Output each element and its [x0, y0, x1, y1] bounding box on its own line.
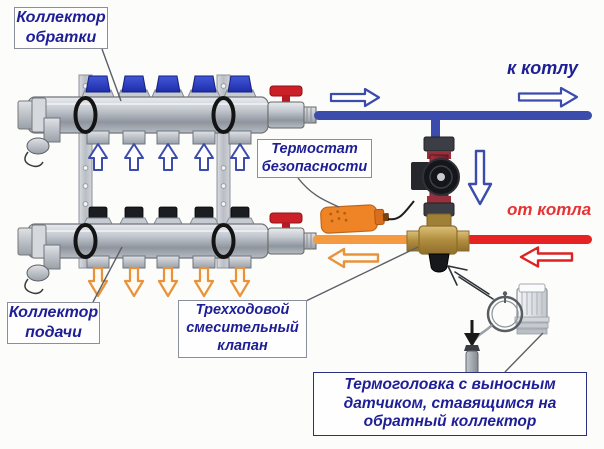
bracket-clamp — [211, 223, 236, 259]
three-way-mixing-valve — [406, 213, 470, 273]
valve-handle-red — [269, 212, 303, 224]
pipe-tee-down — [431, 116, 440, 142]
bracket-clamp — [73, 223, 98, 259]
flow-right-arrows-blue — [329, 86, 579, 108]
supply-manifold — [17, 206, 269, 295]
flow-left-arrow-red — [519, 246, 574, 268]
flow-left-arrow-orange — [327, 247, 380, 269]
leader-lines — [92, 48, 544, 373]
label-safety-thermostat: Термостат безопасности — [257, 139, 372, 178]
pipe-return-blue — [314, 111, 592, 142]
valve-handle-red — [269, 85, 303, 97]
bracket-clamp — [211, 96, 236, 134]
thermal-head-assembly — [464, 283, 550, 379]
flow-down-arrow-blue — [467, 149, 493, 206]
ball-valve-supply — [267, 212, 317, 255]
drain-valve — [24, 117, 61, 168]
label-to-boiler: к котлу — [507, 58, 578, 78]
valve-knob-black — [428, 253, 450, 273]
label-thermal-head: Термоголовка с выносным датчиком, ставящ… — [313, 372, 587, 436]
drain-valve — [24, 244, 61, 295]
pipe-hot-red — [466, 235, 592, 244]
flow-up-arrows — [88, 143, 250, 171]
pointer-arrow — [446, 264, 494, 300]
label-supply-collector: Коллектор подачи — [7, 302, 100, 344]
label-from-boiler: от котла — [507, 200, 592, 219]
return-manifold — [17, 75, 269, 168]
capillary-tube — [473, 324, 493, 341]
pipe-mixed-orange — [313, 235, 411, 244]
label-mixing-valve: Трехходовой смесительный клапан — [178, 300, 307, 358]
flowmeter-caps-blue — [85, 75, 253, 93]
thermostat-wire — [387, 200, 415, 221]
ball-valve-return — [267, 85, 317, 129]
flow-down-arrows-orange — [87, 266, 251, 298]
bracket-clamp — [73, 96, 98, 134]
safety-thermostat-device — [320, 204, 390, 234]
circulation-pump — [411, 136, 460, 217]
label-return-collector: Коллектор обратки — [14, 7, 108, 49]
remote-sensor-probe — [464, 320, 480, 379]
